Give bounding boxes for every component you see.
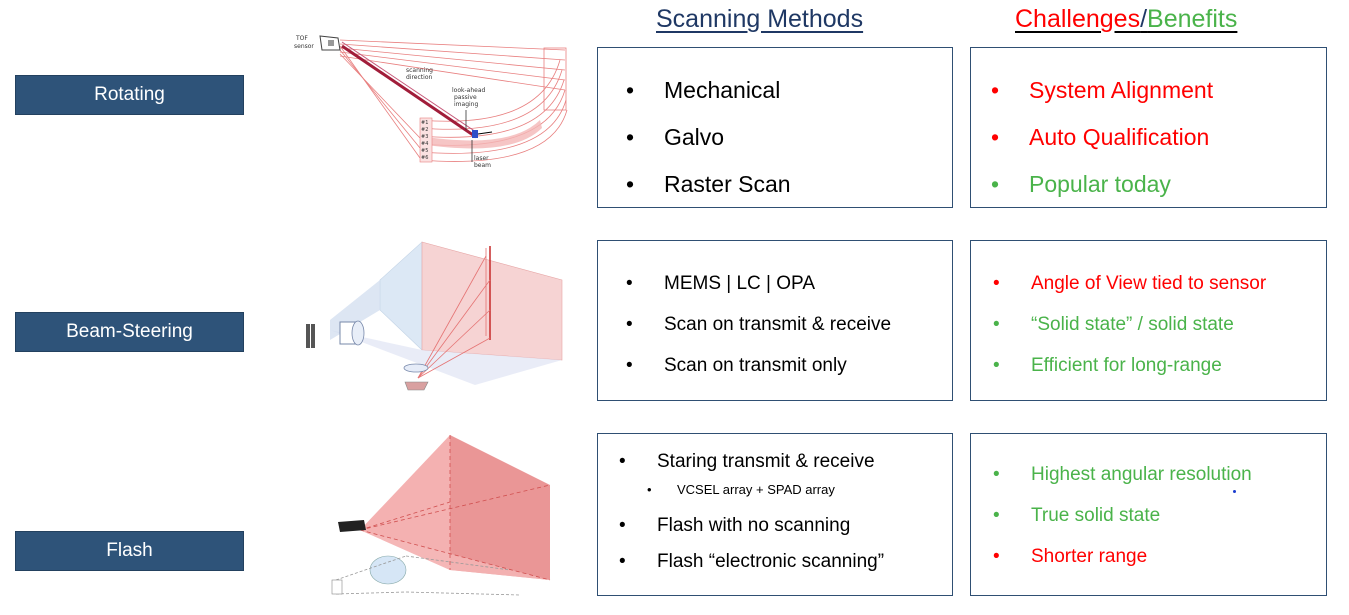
scanning-direction-label: scanning <box>406 67 433 74</box>
cb-box-beam-steering: Angle of View tied to sensor “Solid stat… <box>970 240 1327 401</box>
benefits-header: Benefits <box>1147 5 1238 33</box>
challenge-item: System Alignment <box>991 67 1326 114</box>
benefit-item: Highest angular resolution <box>993 454 1326 495</box>
tof-sensor-label: TOF <box>295 35 308 42</box>
channel-label: #1 <box>421 120 428 126</box>
tof-sensor-label-2: sensor <box>294 43 314 50</box>
channel-label: #5 <box>421 148 428 154</box>
method-item: Flash with no scanning <box>619 504 952 547</box>
channel-label: #6 <box>421 155 428 161</box>
method-item: Raster Scan <box>626 161 952 208</box>
method-item: Galvo <box>626 114 952 161</box>
row-label-flash: Flash <box>15 531 244 571</box>
look-ahead-label-3: imaging <box>454 101 478 108</box>
scanning-methods-header: Scanning Methods <box>656 5 864 33</box>
challenges-benefits-header: Challenges/Benefits <box>1015 5 1237 34</box>
benefit-item: True solid state <box>993 495 1326 536</box>
cb-box-flash: Highest angular resolution True solid st… <box>970 433 1327 596</box>
flash-lidar-diagram <box>331 435 551 596</box>
look-ahead-label: look-ahead <box>452 87 485 94</box>
benefit-item: “Solid state” / solid state <box>993 304 1326 345</box>
laser-beam-label: laser <box>474 155 489 162</box>
method-item: Mechanical <box>626 67 952 114</box>
method-subitem: VCSEL array + SPAD array <box>647 476 952 504</box>
look-ahead-label-2: passive <box>454 94 477 101</box>
laser-beam-label-2: beam <box>474 162 491 169</box>
method-item: Staring transmit & receive <box>619 448 952 476</box>
method-item: MEMS | LC | OPA <box>626 263 952 304</box>
benefit-item: Popular today <box>991 161 1326 208</box>
channel-label: #2 <box>421 127 428 133</box>
challenges-header: Challenges <box>1015 5 1141 33</box>
method-item: Scan on transmit only <box>626 345 952 386</box>
challenge-item: Auto Qualification <box>991 114 1326 161</box>
rotating-lidar-diagram: TOF sensor scanning direction look-ahead… <box>294 35 568 169</box>
row-label-beam-steering: Beam-Steering <box>15 312 244 352</box>
stray-dot <box>1233 490 1236 493</box>
row-label-rotating: Rotating <box>15 75 244 115</box>
channel-label: #3 <box>421 134 428 140</box>
method-item: Flash “electronic scanning” <box>619 547 952 577</box>
challenge-item: Shorter range <box>993 536 1326 577</box>
methods-box-flash: Staring transmit & receive VCSEL array +… <box>597 433 953 596</box>
methods-box-beam-steering: MEMS | LC | OPA Scan on transmit & recei… <box>597 240 953 401</box>
cb-box-rotating: System Alignment Auto Qualification Popu… <box>970 47 1327 208</box>
methods-box-rotating: Mechanical Galvo Raster Scan <box>597 47 953 208</box>
scanning-direction-label-2: direction <box>406 74 432 81</box>
header-slash: / <box>1140 5 1148 33</box>
challenge-item: Angle of View tied to sensor <box>993 263 1326 304</box>
channel-label: #4 <box>421 141 428 147</box>
beam-steering-diagram <box>306 241 563 391</box>
benefit-item: Efficient for long-range <box>993 345 1326 386</box>
method-item: Scan on transmit & receive <box>626 304 952 345</box>
